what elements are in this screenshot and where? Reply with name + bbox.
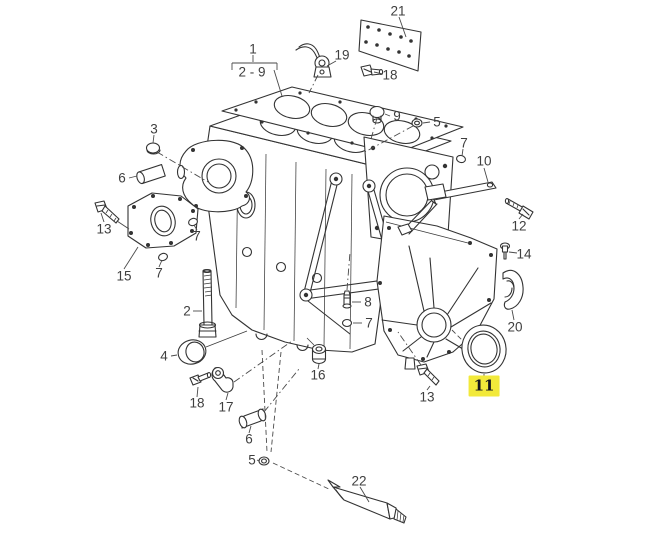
- callout-12[interactable]: 12: [511, 218, 527, 234]
- plug-part-5-top[interactable]: [411, 118, 423, 128]
- callout-13[interactable]: 13: [96, 221, 112, 237]
- callout-4[interactable]: 4: [160, 348, 168, 364]
- callout-21[interactable]: 21: [390, 3, 406, 19]
- callout-3[interactable]: 3: [150, 121, 158, 137]
- water-pump-housing-part[interactable]: [176, 139, 254, 213]
- callout-15[interactable]: 15: [116, 268, 132, 284]
- callout-7[interactable]: 7: [155, 265, 163, 281]
- callout-11-highlighted[interactable]: 11: [468, 375, 500, 397]
- sensor-part-17[interactable]: [211, 366, 234, 393]
- sealant-tube-part-22[interactable]: [327, 479, 407, 524]
- callout-7[interactable]: 7: [365, 315, 373, 331]
- callout-1[interactable]: 1: [249, 41, 257, 57]
- bolt-part-13-right[interactable]: [416, 363, 440, 386]
- bolt-part-12[interactable]: [504, 198, 534, 220]
- callout-6[interactable]: 6: [245, 431, 253, 447]
- timing-cover-part[interactable]: [376, 215, 498, 370]
- callout-18[interactable]: 18: [382, 67, 398, 83]
- callout-17[interactable]: 17: [218, 399, 234, 415]
- callout-2-9[interactable]: 2 - 9: [238, 64, 266, 80]
- callout-16[interactable]: 16: [310, 367, 326, 383]
- plug-part-3[interactable]: [145, 142, 161, 155]
- callout-8[interactable]: 8: [364, 294, 372, 310]
- plug-part-9[interactable]: [369, 105, 385, 124]
- callout-18[interactable]: 18: [189, 395, 205, 411]
- callout-13[interactable]: 13: [419, 389, 435, 405]
- callout-5[interactable]: 5: [248, 452, 256, 468]
- callout-2[interactable]: 2: [183, 303, 191, 319]
- cover-plate-part[interactable]: [358, 19, 422, 72]
- valve-part-8[interactable]: [342, 290, 352, 309]
- callout-19[interactable]: 19: [334, 47, 350, 63]
- front-plate-part[interactable]: [127, 192, 199, 249]
- callout-7[interactable]: 7: [460, 135, 468, 151]
- callout-5[interactable]: 5: [433, 114, 441, 130]
- callout-10[interactable]: 10: [476, 153, 492, 169]
- shaft-seal-part[interactable]: [457, 321, 510, 377]
- cup-plug-part-4[interactable]: [175, 337, 208, 367]
- plug-part-7-instances[interactable]: [158, 154, 467, 328]
- leader-lines: [100, 16, 524, 503]
- callout-9[interactable]: 9: [393, 108, 401, 124]
- tensioner-blade-part[interactable]: [502, 269, 524, 310]
- bolt-part-2[interactable]: [198, 268, 217, 338]
- callout-14[interactable]: 14: [516, 246, 532, 262]
- callout-20[interactable]: 20: [507, 319, 523, 335]
- callout-7[interactable]: 7: [193, 228, 201, 244]
- oil-jet-part[interactable]: [295, 43, 332, 78]
- bolt-part-18-bottom[interactable]: [189, 372, 212, 386]
- callout-22[interactable]: 22: [351, 473, 367, 489]
- bolt-part-14[interactable]: [499, 242, 511, 260]
- bracket-part[interactable]: [397, 181, 497, 236]
- callout-6[interactable]: 6: [118, 170, 126, 186]
- dowel-part-6-left[interactable]: [135, 164, 166, 185]
- bushing-part-16[interactable]: [311, 343, 327, 365]
- bolt-part-13-left[interactable]: [94, 200, 120, 224]
